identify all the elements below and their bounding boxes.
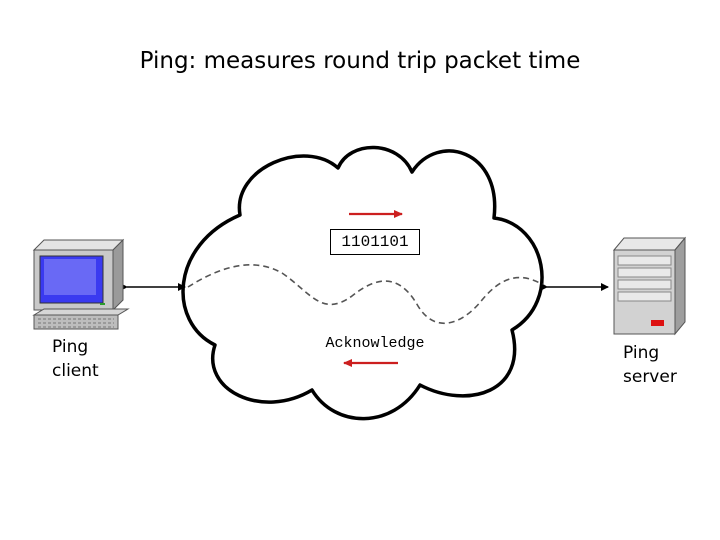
computer-icon [32,238,130,330]
client-label-line1: Ping [52,337,89,357]
client-label-line2: client [52,361,99,381]
server-label-line1: Ping [623,343,660,363]
acknowledge-label: Acknowledge [325,335,425,352]
network-cloud [181,145,544,421]
slide-title: Ping: measures round trip packet time [139,48,581,74]
server-label-line2: server [623,367,677,387]
packet-data-box: 1101101 [330,229,420,255]
network-path-dashed [187,264,549,324]
client-label: Ping client [52,335,99,383]
server-label: Ping server [623,341,677,389]
server-icon [612,236,687,336]
